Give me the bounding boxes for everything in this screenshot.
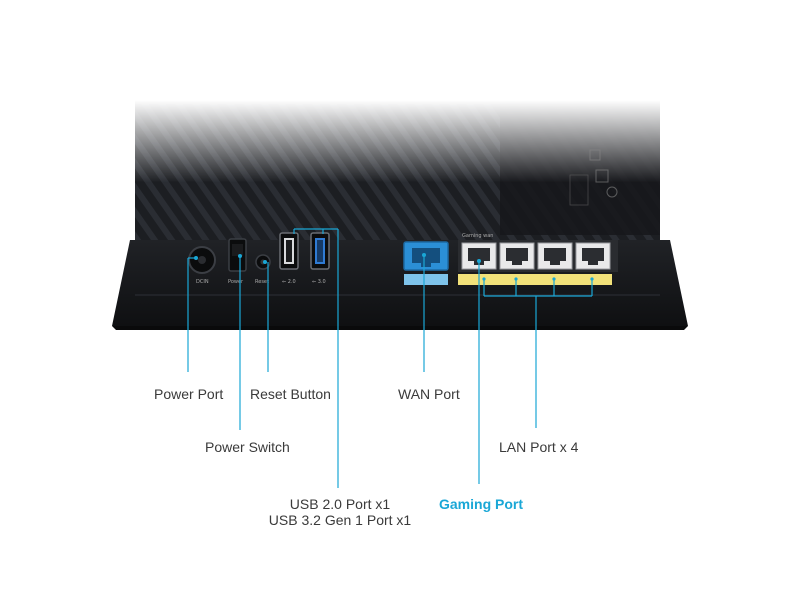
usb-3-port	[310, 232, 330, 270]
usb2-tag: ⇐ 2.0	[282, 279, 296, 285]
power-switch	[228, 238, 247, 272]
usb-2-port-label: USB 2.0 Port x1	[289, 496, 391, 512]
lan-port-3	[537, 242, 573, 270]
usb-port-label: USB 2.0 Port x1 USB 3.2 Gen 1 Port x1	[260, 496, 420, 528]
reset-button-label: Reset Button	[250, 386, 331, 402]
wan-port-label: WAN Port	[398, 386, 460, 402]
wan-port	[403, 241, 449, 285]
callout-lines	[187, 228, 594, 488]
gaming-wan-tag: Gaming wan	[462, 233, 493, 239]
lan-ports	[458, 240, 618, 285]
lan-port-label: LAN Port x 4	[499, 439, 579, 455]
usb-2-port	[279, 232, 299, 270]
power-switch-label: Power Switch	[205, 439, 290, 455]
lan-port-2	[499, 242, 535, 270]
usb3-tag: ⇐ 3.0	[312, 279, 326, 285]
regulatory-marks	[569, 149, 618, 206]
power-tag: Power	[228, 279, 244, 285]
reset-tag: Reset	[255, 279, 269, 285]
power-port-label: Power Port	[154, 386, 224, 402]
usb-3-port-label: USB 3.2 Gen 1 Port x1	[268, 512, 412, 528]
power-port	[188, 246, 216, 274]
gaming-port-label: Gaming Port	[439, 496, 524, 512]
lan-color-strip	[458, 274, 612, 285]
lan-port-4	[575, 242, 611, 270]
dcin-tag: DCIN	[196, 279, 209, 285]
